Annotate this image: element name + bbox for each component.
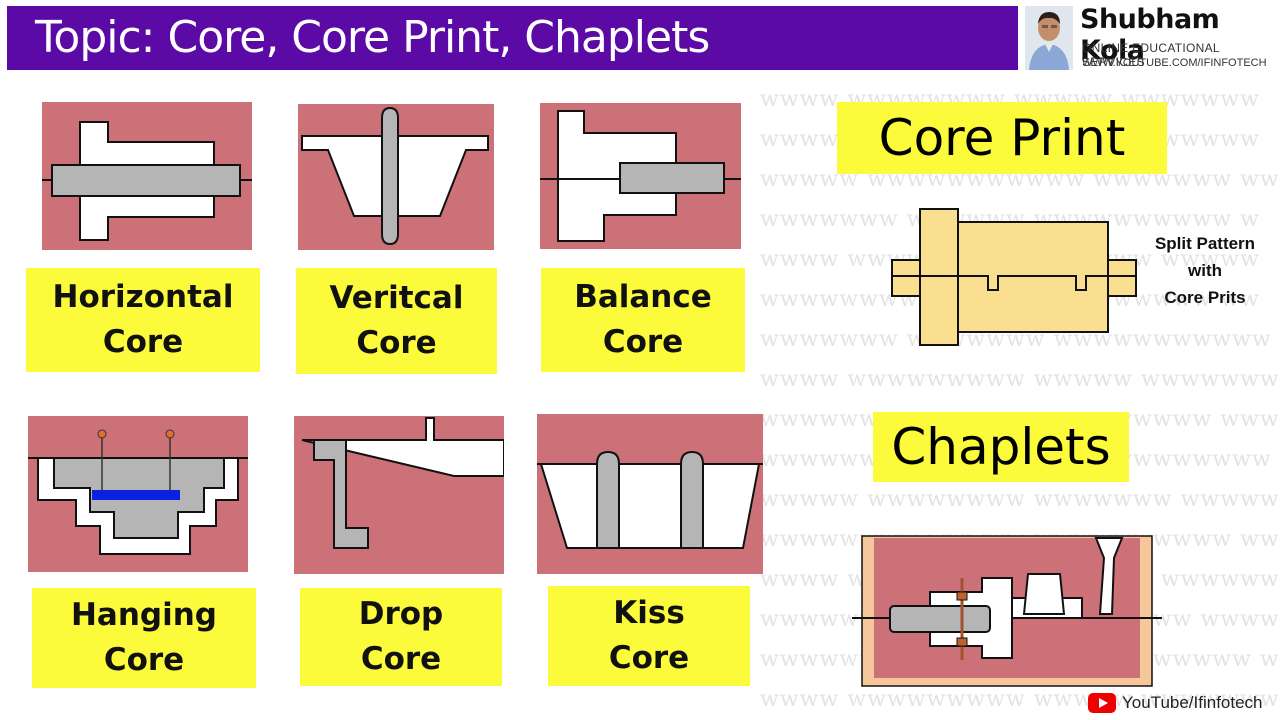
drop-core-diagram [294,416,504,574]
presenter-photo [1025,6,1073,70]
split-pattern-diagram [891,208,1137,346]
drop-core-label: Drop Core [300,588,502,686]
brand-url: WWW.YOUTUBE.COM/IFINFOTECH [1082,57,1267,69]
chaplets-heading: Chaplets [873,412,1129,482]
page-title: Topic: Core, Core Print, Chaplets [35,12,710,63]
footer-channel: YouTube/Ifinfotech [1088,693,1263,713]
balance-core-label: Balance Core [541,268,745,372]
chaplets-diagram [852,535,1162,687]
horizontal-core-diagram [42,102,252,250]
vertical-core-label: Veritcal Core [296,268,497,374]
kiss-core-diagram [537,414,763,574]
channel-text: YouTube/Ifinfotech [1122,693,1263,712]
title-bar: Topic: Core, Core Print, Chaplets [7,6,1018,70]
youtube-icon [1088,693,1116,713]
brand-name: Shubham Kola [1080,4,1220,66]
vertical-core-diagram [298,104,494,250]
hanging-core-diagram [28,416,248,572]
brand-tagline: ONLINE EDUCATIONAL SERVICES [1082,41,1220,69]
balance-core-diagram [540,103,741,249]
hanging-core-label: Hanging Core [32,588,256,688]
core-print-heading: Core Print [837,102,1167,174]
horizontal-core-label: Horizontal Core [26,268,260,372]
split-pattern-note: Split Pattern with Core Prits [1154,234,1256,307]
kiss-core-label: Kiss Core [548,586,750,686]
